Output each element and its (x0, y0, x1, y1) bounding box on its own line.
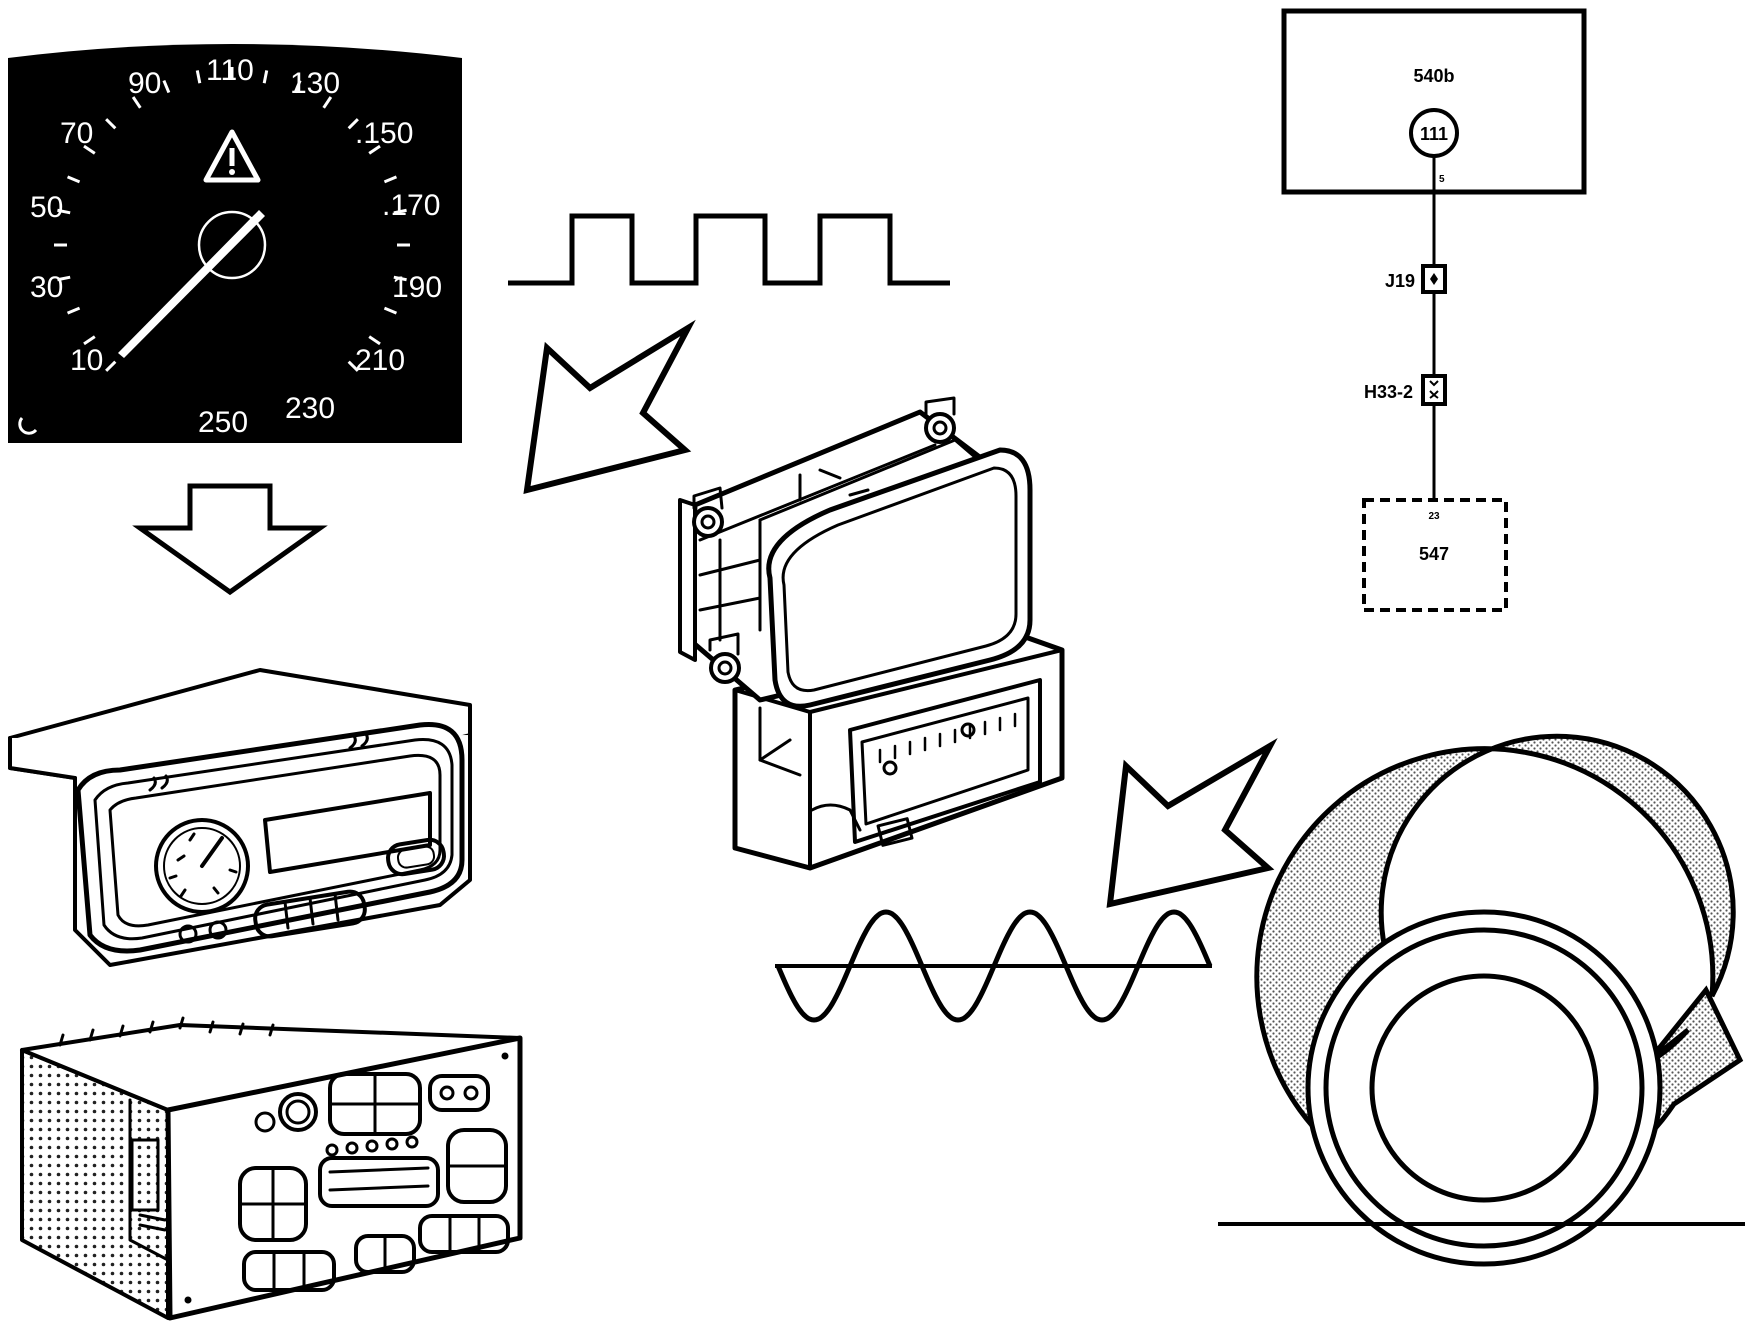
speed-tick (262, 70, 269, 84)
speed-tick (83, 144, 96, 155)
instrument-cluster (8, 668, 472, 967)
sine-wave-icon (775, 909, 1213, 1023)
radio-unit (20, 1016, 523, 1321)
module-547-box (1362, 498, 1508, 612)
speedometer: 10 30 50 70 90 110 130 .150 .170 190 210… (8, 44, 462, 443)
speed-label-70: 70 (60, 117, 93, 150)
speed-tick (105, 360, 117, 372)
pin-23-label: 23 (1428, 511, 1440, 522)
square-wave-icon (508, 213, 950, 286)
pin-circle-111-label: 111 (1420, 124, 1448, 144)
needle-hub (197, 210, 267, 280)
speed-tick (393, 208, 407, 215)
speed-tick (57, 208, 71, 215)
speed-label-110: 110 (206, 54, 254, 87)
module-540b-label: 540b (1413, 66, 1454, 86)
speed-tick (368, 335, 381, 346)
speed-tick (347, 360, 359, 372)
speed-tick (322, 96, 333, 109)
speed-tick (131, 96, 142, 109)
speed-tick (368, 144, 381, 155)
arrow-up-right-outline-icon (1106, 737, 1278, 908)
speed-tick (66, 175, 81, 184)
speed-tick (162, 79, 171, 94)
abs-control-unit (678, 396, 1065, 871)
speed-tick (57, 275, 71, 282)
speed-tick (393, 275, 407, 282)
speed-tick (383, 175, 398, 184)
speed-label-130: 130 (290, 67, 340, 100)
speed-tick (293, 79, 302, 94)
warning-triangle-icon (203, 129, 261, 183)
speedometer-ticks (54, 67, 410, 372)
speedometer-needle (118, 210, 265, 358)
speed-label-30: 30 (30, 271, 63, 304)
speed-tick (105, 118, 117, 130)
wiring-diagram: 540b 111 5 J19 H33-2 23 547 (1281, 8, 1587, 612)
module-547-label: 547 (1419, 544, 1449, 564)
speed-label-50: 50 (30, 191, 63, 224)
speed-label-210: 210 (355, 344, 405, 377)
speed-label-10: 10 (70, 344, 103, 377)
speed-tick (347, 118, 359, 130)
connector-h33-2-label: H33-2 (1364, 382, 1413, 402)
arrow-down-outline-icon (132, 483, 328, 596)
speed-label-230: 230 (285, 392, 335, 425)
speed-tick (195, 70, 202, 84)
connector-h33-2-icon (1421, 374, 1447, 406)
rim-inner (1369, 973, 1599, 1203)
speed-label-90: 90 (128, 67, 161, 100)
speed-label-190: 190 (392, 271, 442, 304)
speed-tick (66, 306, 81, 315)
pin-5-label: 5 (1439, 174, 1445, 185)
speed-label-250: 250 (198, 406, 248, 439)
connector-j19-label: J19 (1385, 271, 1415, 291)
wheel-rotation (1218, 733, 1745, 1267)
speed-tick (383, 306, 398, 315)
speed-tick (83, 335, 96, 346)
speed-label-170: .170 (382, 189, 440, 222)
arrow-up-right-outline-icon (523, 319, 696, 495)
speed-label-150: .150 (355, 117, 413, 150)
